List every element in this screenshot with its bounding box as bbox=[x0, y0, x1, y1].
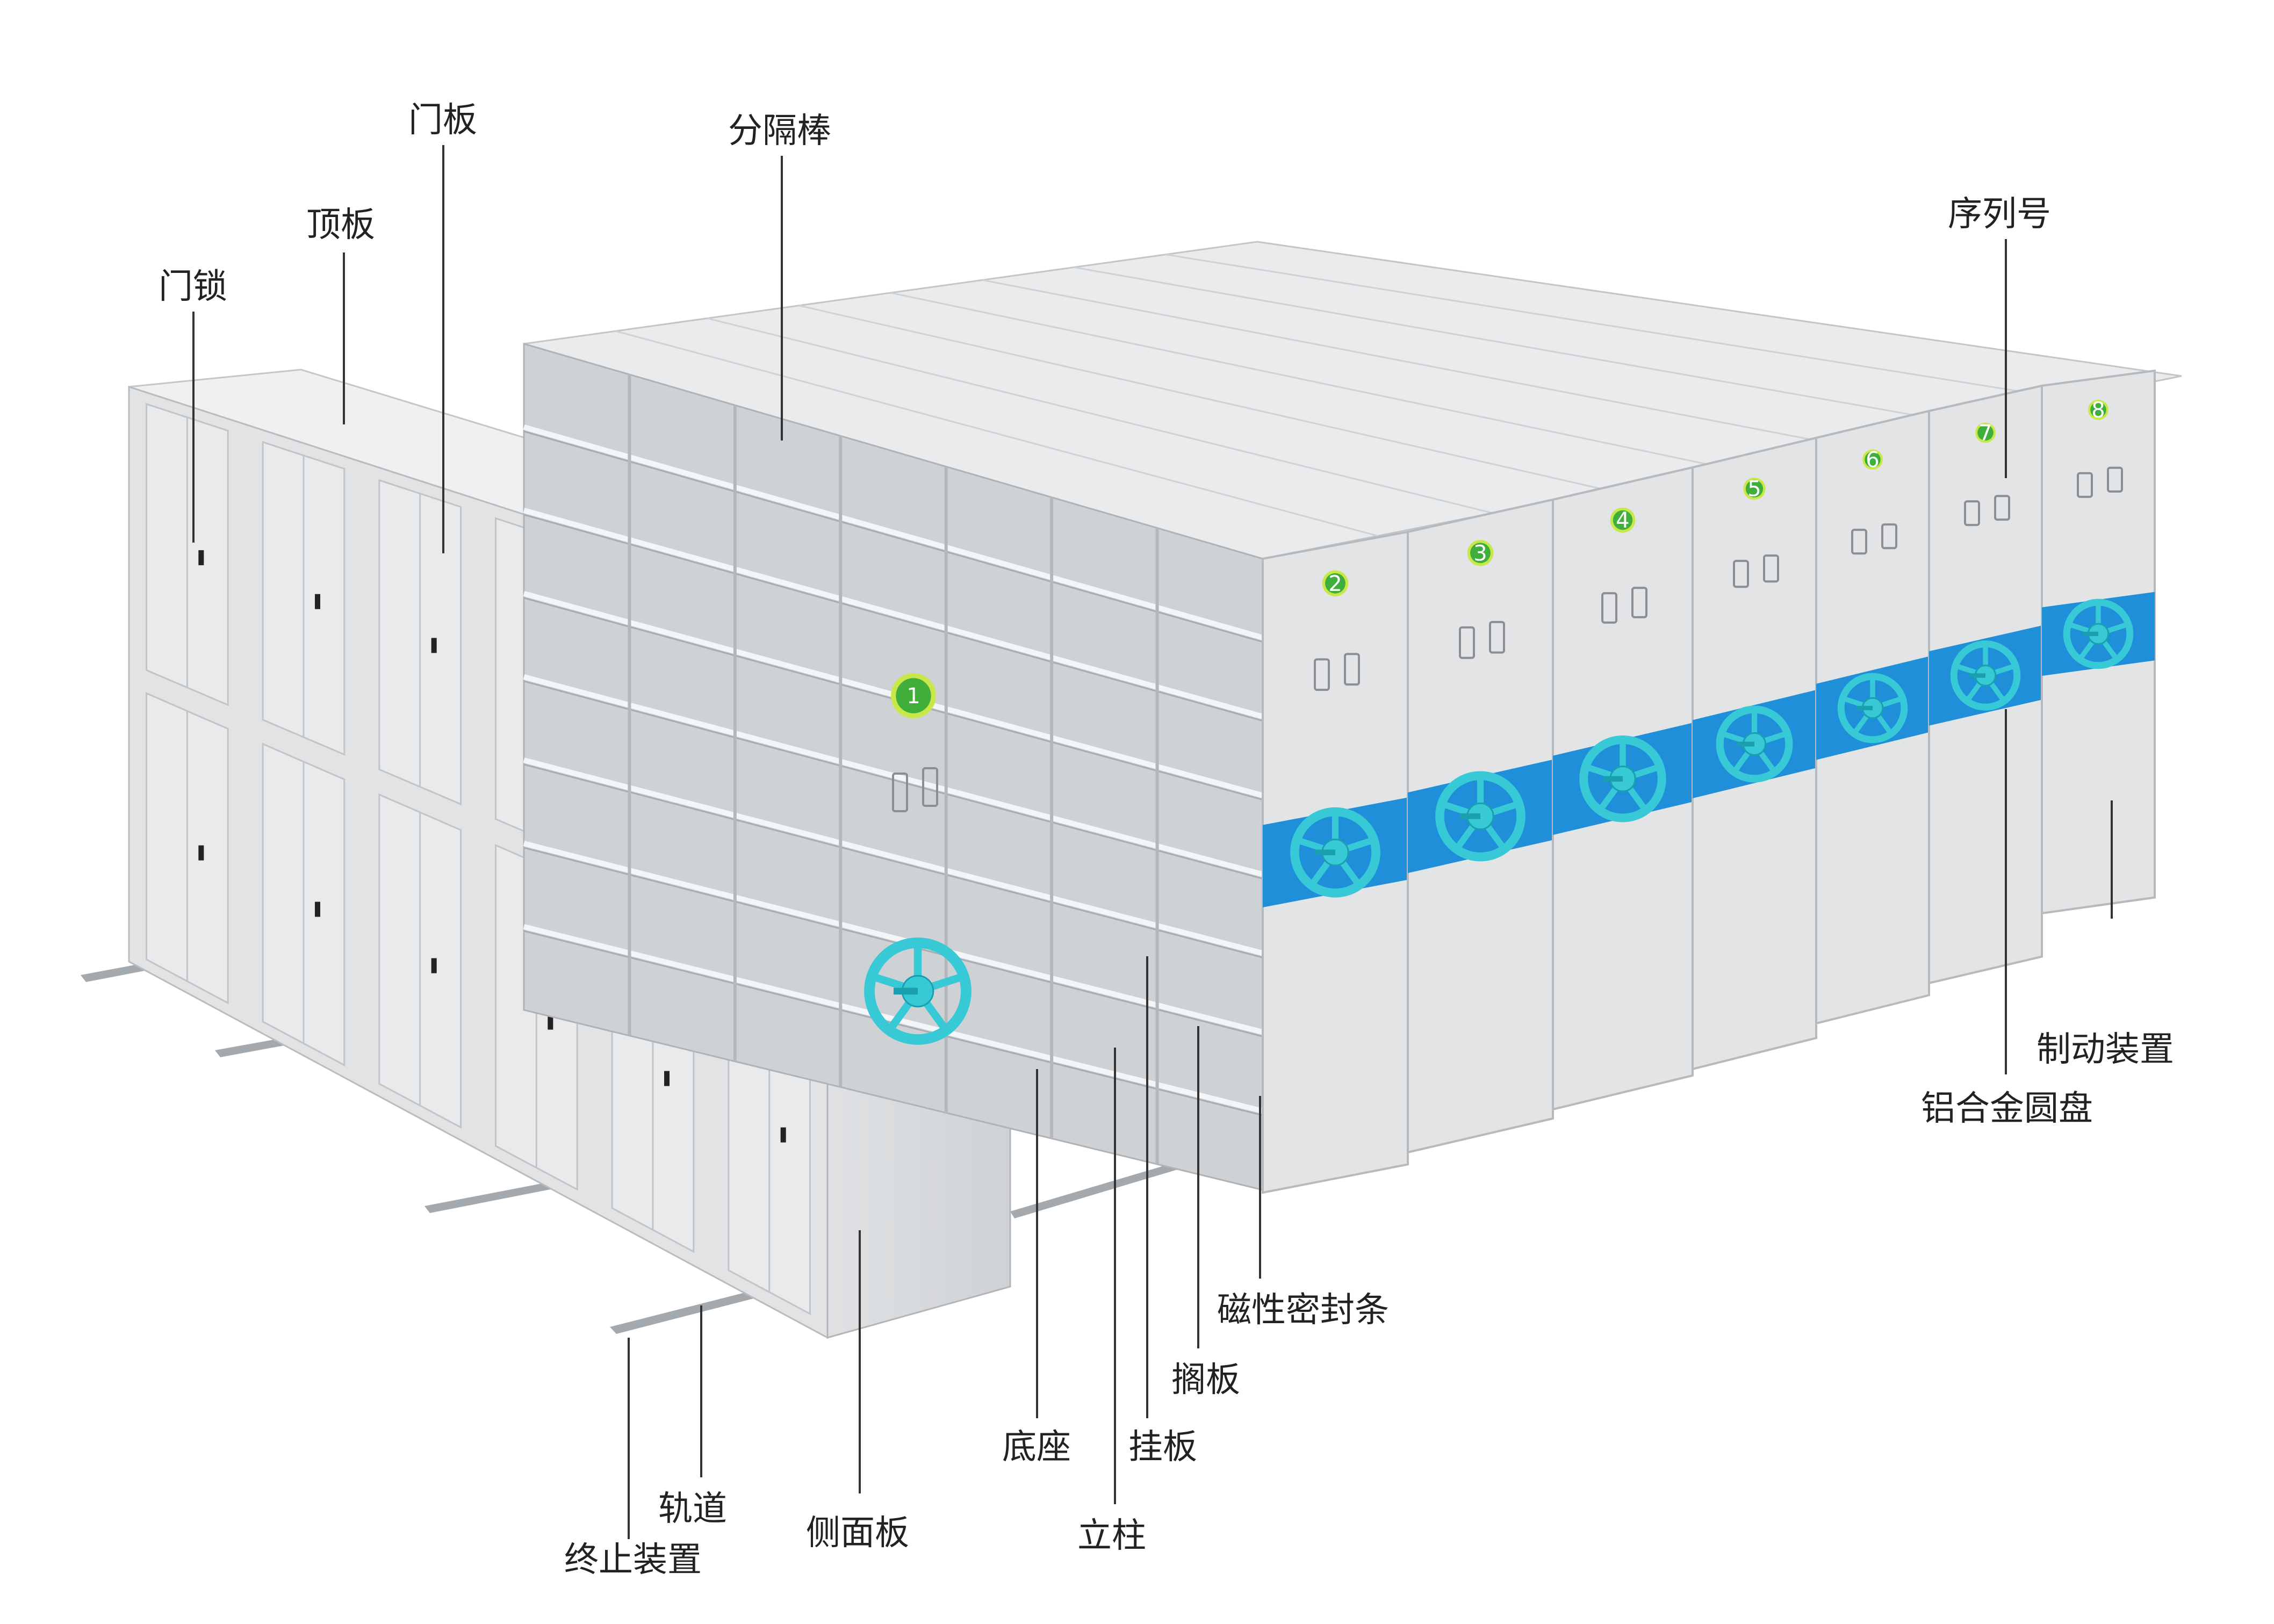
shelf bbox=[523, 841, 1264, 1035]
serial-number-text: 1 bbox=[906, 684, 920, 709]
shelf-edge bbox=[523, 763, 1263, 958]
label-door-panel: 门板 bbox=[408, 100, 477, 140]
alloy-disc-wheel bbox=[1837, 673, 1908, 744]
door-lock-icon bbox=[198, 550, 204, 566]
door-lock-icon bbox=[664, 1071, 670, 1086]
serial-number-text: 3 bbox=[1473, 541, 1487, 566]
label-brake-device: 制动装置 bbox=[2036, 1030, 2174, 1070]
cabinet-end-face: 8 bbox=[2041, 369, 2156, 915]
shelf-edge bbox=[523, 514, 1263, 722]
shelf-edge bbox=[523, 430, 1263, 643]
serial-number-text: 5 bbox=[1747, 477, 1761, 502]
label-side-panel: 侧面板 bbox=[806, 1513, 909, 1553]
alloy-disc-wheel bbox=[864, 937, 972, 1045]
top-seam bbox=[615, 330, 1378, 537]
cabinet-end-faces: 2 3 4 5 6 7 8 bbox=[1262, 369, 2156, 1194]
door-handle bbox=[1994, 495, 2010, 521]
shelf-edge bbox=[523, 847, 1263, 1037]
alloy-disc-wheel bbox=[1579, 735, 1666, 822]
top-seam bbox=[707, 317, 1493, 514]
door-lock-icon bbox=[431, 958, 437, 973]
serial-number-badge: 6 bbox=[1862, 447, 1883, 472]
shelf bbox=[523, 508, 1264, 719]
alloy-disc-wheel bbox=[2063, 598, 2134, 669]
door-handle bbox=[1459, 626, 1475, 659]
door-handle bbox=[1344, 653, 1360, 686]
alloy-disc-wheel bbox=[1716, 705, 1793, 783]
top-seam bbox=[1165, 254, 2067, 400]
shelf bbox=[523, 757, 1264, 956]
cabinet-end-face: 4 bbox=[1552, 466, 1694, 1111]
serial-number-badge: 8 bbox=[2088, 398, 2109, 423]
top-seam bbox=[798, 305, 1608, 491]
serial-number-badge: 5 bbox=[1743, 477, 1766, 502]
label-top-panel: 顶板 bbox=[306, 205, 375, 245]
door-handle bbox=[922, 767, 938, 807]
label-column: 立柱 bbox=[1077, 1516, 1146, 1556]
serial-number-badge: 7 bbox=[1975, 421, 1996, 445]
door-lock-icon bbox=[780, 1127, 786, 1143]
cabinet-end-face: 3 bbox=[1407, 498, 1554, 1154]
callouts: 门锁 顶板 门板 分隔棒 序列号 制动装置 铝合金圆盘 磁性密封条 搁板 挂板 … bbox=[159, 100, 2174, 1580]
label-serial-number: 序列号 bbox=[1948, 194, 2051, 234]
label-end-stop: 终止装置 bbox=[564, 1540, 702, 1580]
door-handle bbox=[2107, 466, 2123, 493]
door-handle bbox=[1601, 592, 1617, 624]
label-hanging-plate: 挂板 bbox=[1128, 1427, 1197, 1467]
shelf bbox=[523, 424, 1264, 640]
door-handle bbox=[1763, 554, 1779, 583]
alloy-disc-wheel bbox=[1435, 771, 1525, 862]
cabinet-end-face: 6 bbox=[1815, 409, 1930, 1025]
door-handle bbox=[1489, 620, 1505, 654]
alloy-disc-wheel bbox=[1290, 807, 1380, 898]
label-door-lock: 门锁 bbox=[159, 267, 227, 307]
serial-number-text: 6 bbox=[1866, 447, 1879, 472]
label-alloy-disc: 铝合金圆盘 bbox=[1921, 1089, 2093, 1129]
cabinet-end-face: 2 bbox=[1262, 530, 1409, 1194]
door-handle bbox=[1314, 658, 1330, 691]
door-handle bbox=[1851, 529, 1867, 555]
door-lock-icon bbox=[315, 594, 320, 609]
cabinet-main-block: 2 3 4 5 6 7 8 1 bbox=[523, 241, 2182, 1194]
serial-number-text: 8 bbox=[2091, 398, 2105, 423]
door-handle bbox=[892, 773, 908, 812]
door-lock-icon bbox=[315, 901, 320, 917]
serial-number-text: 7 bbox=[1978, 421, 1992, 445]
label-shelf: 搁板 bbox=[1171, 1360, 1240, 1400]
door-handle bbox=[1964, 500, 1980, 526]
alloy-disc-wheel bbox=[1950, 640, 2021, 711]
top-seam bbox=[1074, 266, 1952, 423]
serial-number-badge: 1 bbox=[891, 673, 936, 718]
door-lock-icon bbox=[548, 1014, 553, 1030]
door-lock-icon bbox=[431, 638, 437, 653]
door-lock-icon bbox=[198, 845, 204, 861]
door-handle bbox=[1631, 587, 1647, 618]
door-handle bbox=[1881, 523, 1897, 550]
serial-number-text: 4 bbox=[1616, 508, 1629, 533]
door-handle bbox=[2077, 472, 2093, 498]
label-magnetic-seal: 磁性密封条 bbox=[1217, 1290, 1389, 1330]
label-rail: 轨道 bbox=[658, 1489, 727, 1529]
label-base: 底座 bbox=[1002, 1427, 1071, 1467]
top-seam bbox=[890, 292, 1723, 468]
top-seams bbox=[615, 254, 2067, 537]
cabinet-end-face: 7 bbox=[1928, 384, 2043, 985]
serial-number-badge: 2 bbox=[1322, 570, 1349, 597]
top-seam bbox=[982, 279, 1838, 445]
door-handle bbox=[1733, 560, 1749, 588]
label-divider-rod: 分隔棒 bbox=[728, 111, 831, 151]
serial-number-badge: 4 bbox=[1610, 507, 1636, 533]
serial-number-badge: 3 bbox=[1467, 540, 1494, 566]
cabinet-end-face: 5 bbox=[1692, 436, 1817, 1071]
serial-number-text: 2 bbox=[1328, 572, 1342, 596]
